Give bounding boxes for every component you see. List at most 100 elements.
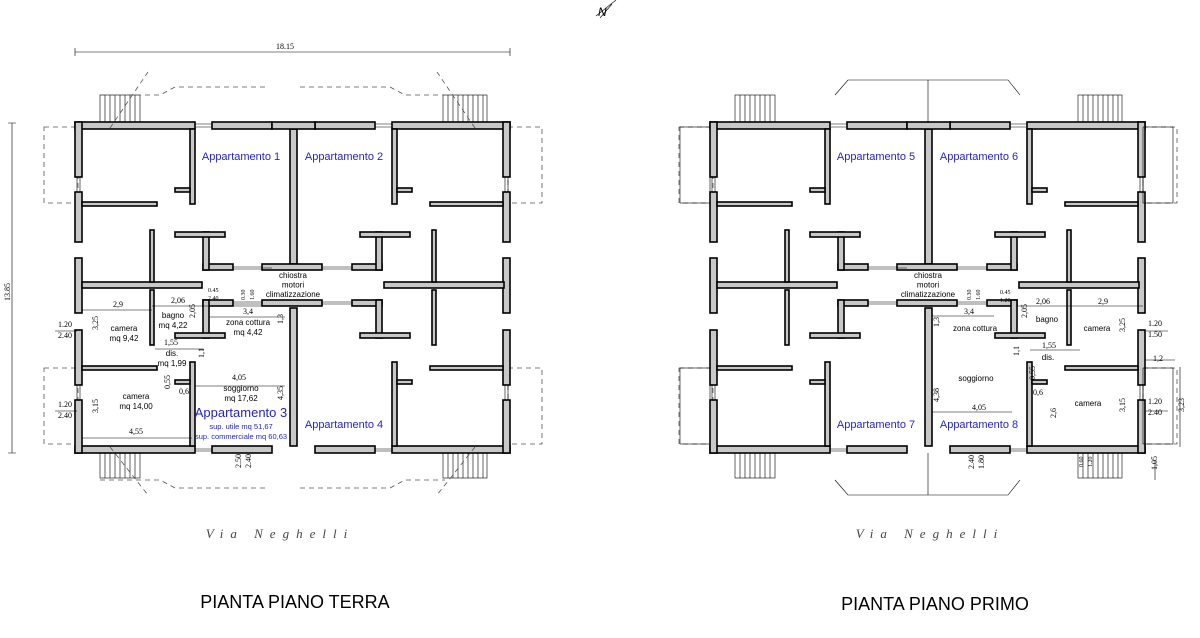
apartment-label: Appartamento 3 <box>195 405 288 420</box>
svg-text:2.40: 2.40 <box>244 454 253 468</box>
apartment-label: Appartamento 6 <box>940 151 1018 163</box>
svg-text:1,3: 1,3 <box>276 314 285 324</box>
svg-text:chiostra: chiostra <box>914 271 943 280</box>
apartment-label: Appartamento 8 <box>940 419 1018 431</box>
svg-text:1.50: 1.50 <box>1148 330 1162 339</box>
svg-text:2.40: 2.40 <box>1148 408 1162 417</box>
svg-text:2.40: 2.40 <box>208 296 219 302</box>
svg-text:1,05: 1,05 <box>1150 456 1159 470</box>
svg-text:2,06: 2,06 <box>1036 297 1050 306</box>
svg-text:3,15: 3,15 <box>91 399 100 413</box>
svg-text:2,05: 2,05 <box>1020 304 1029 318</box>
svg-text:2,6: 2,6 <box>1049 408 1058 418</box>
svg-text:mq 4,22: mq 4,22 <box>159 321 188 330</box>
svg-text:0,6: 0,6 <box>1033 388 1043 397</box>
street-label: Via Neghelli <box>206 526 354 541</box>
north-arrow-icon: N <box>595 0 617 19</box>
svg-text:0.45: 0.45 <box>208 288 219 294</box>
svg-text:mq 14,00: mq 14,00 <box>119 402 153 411</box>
svg-text:zona cottura: zona cottura <box>226 318 271 327</box>
svg-text:motori: motori <box>917 281 939 290</box>
first-floor-plan: Appartamento 5 Appartamento 6 Appartamen… <box>678 79 1186 614</box>
svg-text:3,25: 3,25 <box>1118 318 1127 332</box>
svg-text:camera: camera <box>123 392 150 401</box>
svg-text:18.15: 18.15 <box>276 42 294 51</box>
apartment-label: Appartamento 2 <box>305 151 383 163</box>
svg-text:soggiorno: soggiorno <box>223 384 259 393</box>
svg-text:2.50: 2.50 <box>234 454 243 468</box>
svg-text:mq 1,99: mq 1,99 <box>158 359 187 368</box>
svg-text:2.40: 2.40 <box>967 455 976 469</box>
svg-text:camera: camera <box>1075 399 1102 408</box>
svg-text:1,3: 1,3 <box>932 317 941 327</box>
svg-text:chiostra: chiostra <box>279 271 308 280</box>
svg-text:1,55: 1,55 <box>164 338 178 347</box>
svg-text:4,05: 4,05 <box>972 403 986 412</box>
svg-text:mq 17,62: mq 17,62 <box>224 394 258 403</box>
svg-text:3,23: 3,23 <box>1177 398 1186 412</box>
svg-text:2,9: 2,9 <box>113 300 123 309</box>
dimension-labels: 2,9 2,06 3,25 2,05 3,4 1,3 1,55 1,1 0,55… <box>58 288 285 468</box>
svg-text:climatizzazione: climatizzazione <box>266 290 321 299</box>
svg-text:dis.: dis. <box>166 349 178 358</box>
svg-text:2,06: 2,06 <box>171 296 185 305</box>
svg-text:motori: motori <box>282 281 304 290</box>
svg-text:1.20: 1.20 <box>1088 457 1094 468</box>
svg-text:bagno: bagno <box>162 311 185 320</box>
svg-text:1.80: 1.80 <box>977 455 986 469</box>
svg-text:2.40: 2.40 <box>58 411 72 420</box>
plan-title: PIANTA PIANO PRIMO <box>841 594 1029 614</box>
svg-text:camera: camera <box>1084 324 1111 333</box>
svg-text:1.20: 1.20 <box>1148 319 1162 328</box>
apartment-label: Appartamento 1 <box>202 151 280 163</box>
svg-text:3,15: 3,15 <box>1118 398 1127 412</box>
svg-text:1.20: 1.20 <box>1000 298 1011 304</box>
svg-text:3,4: 3,4 <box>964 307 974 316</box>
apartment-label: Appartamento 7 <box>837 419 915 431</box>
svg-text:0.30: 0.30 <box>241 290 247 301</box>
svg-text:0.45: 0.45 <box>1000 290 1011 296</box>
svg-text:mq 4,42: mq 4,42 <box>234 328 263 337</box>
svg-text:2,9: 2,9 <box>1098 297 1108 306</box>
svg-text:bagno: bagno <box>1036 315 1059 324</box>
svg-text:4,35: 4,35 <box>276 386 285 400</box>
svg-text:2.40: 2.40 <box>58 331 72 340</box>
svg-text:1,55: 1,55 <box>1042 341 1056 350</box>
svg-text:2,05: 2,05 <box>188 304 197 318</box>
svg-text:zona cottura: zona cottura <box>953 324 998 333</box>
svg-text:climatizzazione: climatizzazione <box>901 290 956 299</box>
apartment-label: Appartamento 5 <box>837 151 915 163</box>
svg-text:0.60: 0.60 <box>1079 457 1085 468</box>
svg-text:4,55: 4,55 <box>129 427 143 436</box>
svg-text:sup. utile mq 51,67: sup. utile mq 51,67 <box>209 422 272 431</box>
dimension-labels: 3,4 1,3 2,05 2,06 2,9 3,25 1.20 1.50 1,5… <box>932 290 1186 471</box>
svg-text:0,6: 0,6 <box>179 387 189 396</box>
svg-text:1,2: 1,2 <box>1153 354 1163 363</box>
svg-text:3,25: 3,25 <box>91 316 100 330</box>
svg-text:1.20: 1.20 <box>58 400 72 409</box>
svg-text:1.60: 1.60 <box>976 290 982 301</box>
svg-text:1.20: 1.20 <box>58 320 72 329</box>
svg-text:1.20: 1.20 <box>1148 397 1162 406</box>
svg-text:soggiorno: soggiorno <box>958 374 994 383</box>
plan-title: PIANTA PIANO TERRA <box>200 592 389 612</box>
svg-text:dis.: dis. <box>1042 353 1054 362</box>
svg-text:3,4: 3,4 <box>243 307 253 316</box>
svg-text:1,1: 1,1 <box>1012 346 1021 356</box>
svg-text:1,1: 1,1 <box>197 348 206 358</box>
svg-text:1.60: 1.60 <box>250 290 256 301</box>
svg-text:0,55: 0,55 <box>1028 366 1037 380</box>
svg-text:0,55: 0,55 <box>163 375 172 389</box>
svg-text:sup. commerciale mq 60,63: sup. commerciale mq 60,63 <box>195 432 287 441</box>
street-label: Via Neghelli <box>856 526 1004 541</box>
svg-text:13.85: 13.85 <box>3 283 12 301</box>
svg-text:N: N <box>598 5 607 19</box>
svg-text:4,38: 4,38 <box>932 388 941 402</box>
svg-text:camera: camera <box>111 324 138 333</box>
apartment-label: Appartamento 4 <box>305 419 383 431</box>
svg-text:4,05: 4,05 <box>232 373 246 382</box>
ground-floor-plan: 18.15 13.85 Appartamento 1 Appartamento … <box>3 42 543 612</box>
svg-text:mq 9,42: mq 9,42 <box>110 334 139 343</box>
svg-text:0.30: 0.30 <box>967 290 973 301</box>
